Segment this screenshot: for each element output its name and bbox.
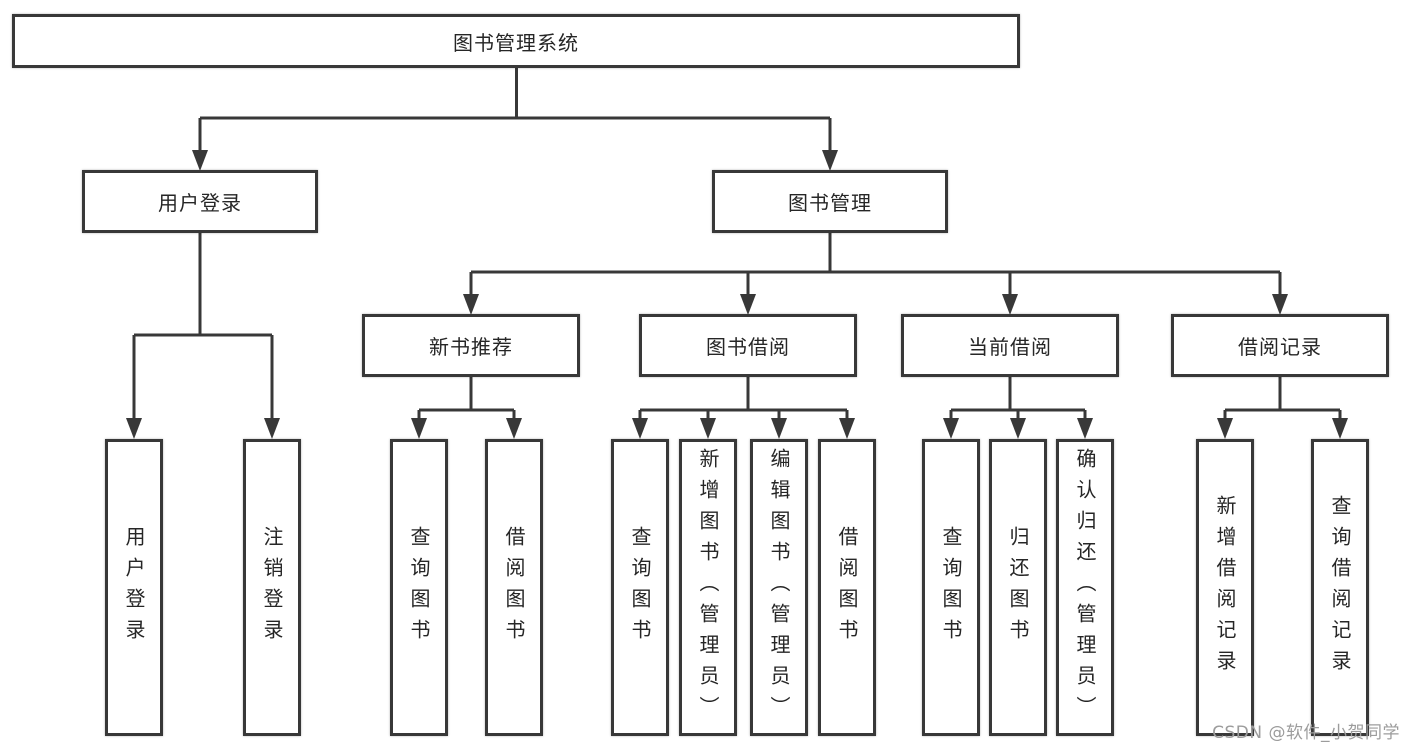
node-borrow-records-label: 借阅记录 — [1238, 335, 1322, 359]
node-cb-query-books-label: 查询图书 — [939, 525, 963, 650]
node-cb-query-books: 查询图书 — [922, 439, 980, 736]
node-book-management-label: 图书管理 — [788, 191, 872, 215]
node-bb-edit-books-admin-label: 编辑图书（管理员） — [767, 448, 791, 727]
node-current-borrow: 当前借阅 — [901, 314, 1119, 377]
node-br-add-record-label: 新增借阅记录 — [1213, 494, 1237, 681]
node-br-query-record: 查询借阅记录 — [1311, 439, 1369, 736]
node-user-login-leaf-label: 用户登录 — [122, 525, 146, 650]
node-user-login-group: 用户登录 — [82, 170, 318, 233]
node-bb-query-books: 查询图书 — [611, 439, 669, 736]
node-cb-confirm-return-admin-label: 确认归还（管理员） — [1073, 448, 1097, 727]
node-bb-add-books-admin: 新增图书（管理员） — [679, 439, 737, 736]
node-br-query-record-label: 查询借阅记录 — [1328, 494, 1352, 681]
node-nbr-borrow-books-label: 借阅图书 — [502, 525, 526, 650]
node-borrow-records: 借阅记录 — [1171, 314, 1389, 377]
node-bb-borrow-books: 借阅图书 — [818, 439, 876, 736]
csdn-watermark: CSDN @软件_小贺同学 — [1212, 723, 1400, 743]
node-user-login-group-label: 用户登录 — [158, 191, 242, 215]
node-logout-leaf-label: 注销登录 — [260, 525, 284, 650]
node-bb-query-books-label: 查询图书 — [628, 525, 652, 650]
node-book-borrow: 图书借阅 — [639, 314, 857, 377]
node-bb-add-books-admin-label: 新增图书（管理员） — [696, 448, 720, 727]
node-cb-return-books-label: 归还图书 — [1006, 525, 1030, 650]
node-nbr-query-books: 查询图书 — [390, 439, 448, 736]
node-current-borrow-label: 当前借阅 — [968, 335, 1052, 359]
node-user-login-leaf: 用户登录 — [105, 439, 163, 736]
node-nbr-query-books-label: 查询图书 — [407, 525, 431, 650]
node-system-root-label: 图书管理系统 — [453, 30, 579, 55]
node-cb-return-books: 归还图书 — [989, 439, 1047, 736]
node-nbr-borrow-books: 借阅图书 — [485, 439, 543, 736]
node-book-management: 图书管理 — [712, 170, 948, 233]
node-new-book-recommend-label: 新书推荐 — [429, 335, 513, 359]
node-bb-edit-books-admin: 编辑图书（管理员） — [750, 439, 808, 736]
node-br-add-record: 新增借阅记录 — [1196, 439, 1254, 736]
node-bb-borrow-books-label: 借阅图书 — [835, 525, 859, 650]
node-book-borrow-label: 图书借阅 — [706, 335, 790, 359]
node-cb-confirm-return-admin: 确认归还（管理员） — [1056, 439, 1114, 736]
node-logout-leaf: 注销登录 — [243, 439, 301, 736]
node-system-root: 图书管理系统 — [12, 14, 1020, 68]
node-new-book-recommend: 新书推荐 — [362, 314, 580, 377]
